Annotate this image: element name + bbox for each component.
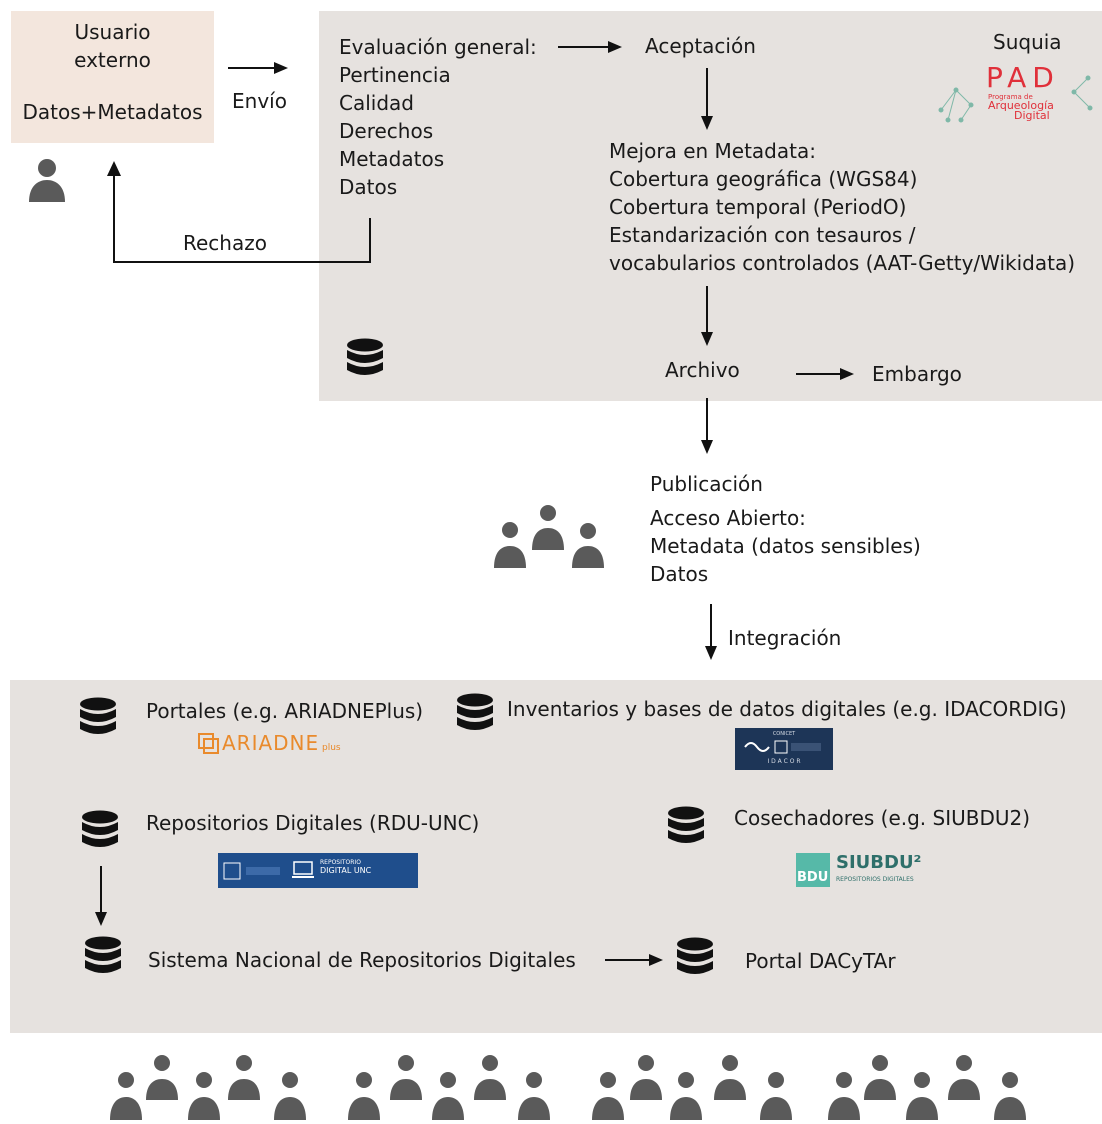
arrow-icon	[701, 286, 713, 346]
database-icon	[677, 937, 713, 974]
ariadne-plus-text: plus	[322, 743, 341, 753]
evaluation-item: Metadatos	[339, 147, 445, 171]
pad-line2: Arqueología	[988, 99, 1054, 112]
database-icon	[82, 810, 118, 847]
arrow-icon	[95, 866, 107, 926]
evaluation-title: Evaluación general:	[339, 35, 537, 59]
rechazo-label: Rechazo	[183, 231, 267, 255]
embargo-label: Embargo	[872, 362, 962, 386]
rdu-line1: REPOSITORIO	[320, 859, 361, 866]
envio-label: Envío	[232, 89, 287, 113]
siubdu-logo: BDU SIUBDU² REPOSITORIOS DIGITALES	[796, 850, 926, 888]
pad-line3: Digital	[1014, 109, 1050, 122]
idacor-logo: CONICET I D A C O R	[735, 728, 833, 770]
arrow-icon	[701, 68, 713, 130]
ariadne-mark-icon	[198, 733, 219, 754]
network-decoration-icon	[938, 87, 974, 123]
evaluation-item: Derechos	[339, 119, 434, 143]
dacytar-label: Portal DACyTAr	[745, 949, 896, 973]
metadata-item: Estandarización con tesauros /	[609, 223, 916, 247]
person-icon	[29, 159, 65, 202]
database-icon	[80, 697, 116, 734]
arrow-icon	[796, 368, 854, 380]
network-decoration-icon	[1071, 75, 1093, 111]
idacor-top-text: CONICET	[772, 731, 796, 737]
integration-arrow-icon	[705, 604, 717, 660]
rechazo-arrow-icon	[107, 161, 371, 263]
publication-item: Datos	[650, 562, 709, 586]
suquia-label: Suquia	[993, 30, 1062, 54]
evaluation-item: Calidad	[339, 91, 414, 115]
rdu-unc-logo: REPOSITORIO DIGITAL UNC	[218, 853, 418, 888]
pad-logo: PAD Programa de Arqueología Digital	[936, 62, 1096, 126]
envio-arrow-icon	[228, 62, 288, 74]
sistema-nacional-label: Sistema Nacional de Repositorios Digital…	[148, 948, 576, 972]
idacor-text: I D A C O R	[767, 758, 801, 765]
user-title-line1: Usuario	[74, 20, 151, 44]
publication-item: Acceso Abierto:	[650, 506, 806, 530]
arrow-icon	[605, 954, 663, 966]
metadata-item: Cobertura geográfica (WGS84)	[609, 167, 918, 191]
arrow-icon	[558, 41, 622, 53]
database-icon	[347, 338, 383, 375]
metadata-item: vocabularios controlados (AAT-Getty/Wiki…	[609, 251, 1076, 275]
inventarios-label: Inventarios y bases de datos digitales (…	[507, 697, 1067, 721]
external-user-box	[11, 11, 214, 143]
pad-letters: PAD	[986, 61, 1060, 94]
publication-item: Metadata (datos sensibles)	[650, 534, 921, 558]
laptop-icon	[292, 861, 314, 878]
metadata-item: Cobertura temporal (PeriodO)	[609, 195, 907, 219]
bdu-text: BDU	[797, 870, 829, 885]
arrow-icon	[701, 398, 713, 454]
user-content: Datos+Metadatos	[22, 100, 203, 124]
portales-label: Portales (e.g. ARIADNEPlus)	[146, 699, 424, 723]
database-icon	[457, 693, 493, 730]
metadata-title: Mejora en Metadata:	[609, 139, 816, 163]
unc-emblem-icon	[223, 862, 280, 880]
people-group-icon	[494, 505, 604, 568]
evaluation-item: Datos	[339, 175, 398, 199]
ariadne-logo: ARIADNE plus	[198, 731, 348, 759]
user-title-line2: externo	[74, 48, 151, 72]
database-icon	[668, 806, 704, 843]
integration-panel	[10, 680, 1102, 1033]
pad-line1: Programa de	[988, 93, 1033, 101]
cosechadores-label: Cosechadores (e.g. SIUBDU2)	[734, 806, 1031, 830]
acceptance-label: Aceptación	[645, 34, 756, 58]
database-icon	[85, 936, 121, 973]
rdu-line2: DIGITAL UNC	[320, 866, 372, 875]
repositorios-label: Repositorios Digitales (RDU-UNC)	[146, 811, 480, 835]
bdu-mark	[796, 853, 830, 887]
ariadne-text: ARIADNE	[222, 731, 320, 755]
publication-title: Publicación	[650, 472, 763, 496]
crowd-people-icon	[110, 1055, 1026, 1120]
idacor-emblem-icon	[744, 740, 821, 754]
siubdu-text: SIUBDU²	[836, 852, 922, 873]
siubdu-sub-text: REPOSITORIOS DIGITALES	[836, 876, 914, 883]
evaluation-item: Pertinencia	[339, 63, 451, 87]
archive-label: Archivo	[665, 358, 740, 382]
integration-label: Integración	[728, 626, 842, 650]
